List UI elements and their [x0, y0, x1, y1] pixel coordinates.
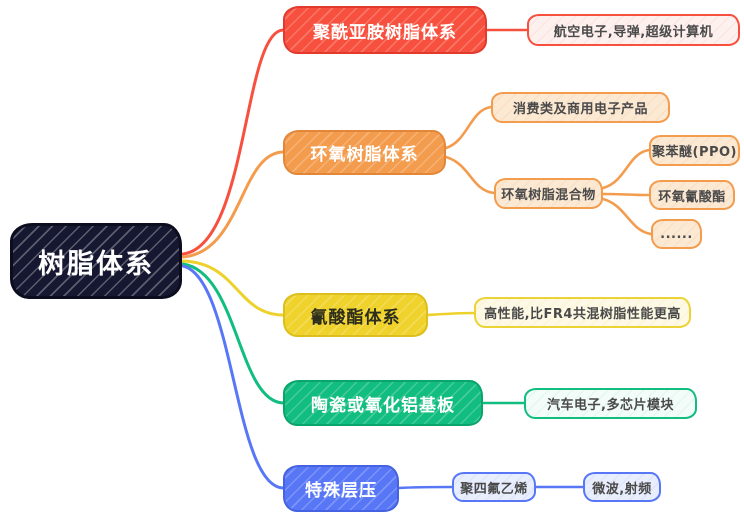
edge-root-special: [181, 264, 285, 490]
node-leaf-ptfe[interactable]: 聚四氟乙烯: [452, 472, 536, 502]
node-leaf-epoxy-consumer[interactable]: 消费类及商用电子产品: [491, 92, 670, 123]
edge-mixture-ppo: [601, 148, 651, 190]
node-leaf-cyanate-performance[interactable]: 高性能,比FR4共混树脂性能更高: [474, 297, 691, 328]
node-leaf-mixture-epoxy-cyanate[interactable]: 环氧氰酸酯: [649, 180, 735, 210]
edge-mixture-dots: [601, 197, 653, 236]
node-branch-epoxy[interactable]: 环氧树脂体系: [283, 130, 446, 175]
node-root-topic[interactable]: 树脂体系: [10, 223, 182, 299]
edge-cyanate-leaf: [426, 311, 476, 317]
node-branch-cyanate-ester[interactable]: 氰酸酯体系: [283, 293, 428, 337]
edge-root-ceramic: [181, 262, 285, 405]
edge-epoxy-consumer: [444, 105, 493, 150]
node-leaf-epoxy-mixture[interactable]: 环氧树脂混合物: [494, 178, 603, 209]
node-leaf-mixture-ppo[interactable]: 聚苯醚(PPO): [649, 135, 740, 166]
edge-epoxy-mixture: [444, 155, 496, 195]
edge-root-polyimide: [181, 28, 285, 256]
edge-mixture-cyanate: [601, 192, 651, 197]
node-branch-special-laminate[interactable]: 特殊层压: [283, 465, 399, 512]
node-leaf-ceramic-applications[interactable]: 汽车电子,多芯片模块: [524, 388, 697, 419]
edge-root-epoxy: [181, 150, 285, 259]
node-leaf-polyimide-applications[interactable]: 航空电子,导弹,超级计算机: [527, 14, 740, 46]
node-leaf-mixture-ellipsis[interactable]: ......: [651, 219, 702, 249]
node-leaf-microwave-rf[interactable]: 微波,射频: [583, 472, 661, 502]
edge-root-cyanate: [181, 259, 285, 317]
node-branch-ceramic-alumina[interactable]: 陶瓷或氧化铝基板: [283, 380, 483, 426]
node-branch-polyimide[interactable]: 聚酰亚胺树脂体系: [283, 6, 487, 54]
edge-special-ptfe: [397, 485, 454, 490]
